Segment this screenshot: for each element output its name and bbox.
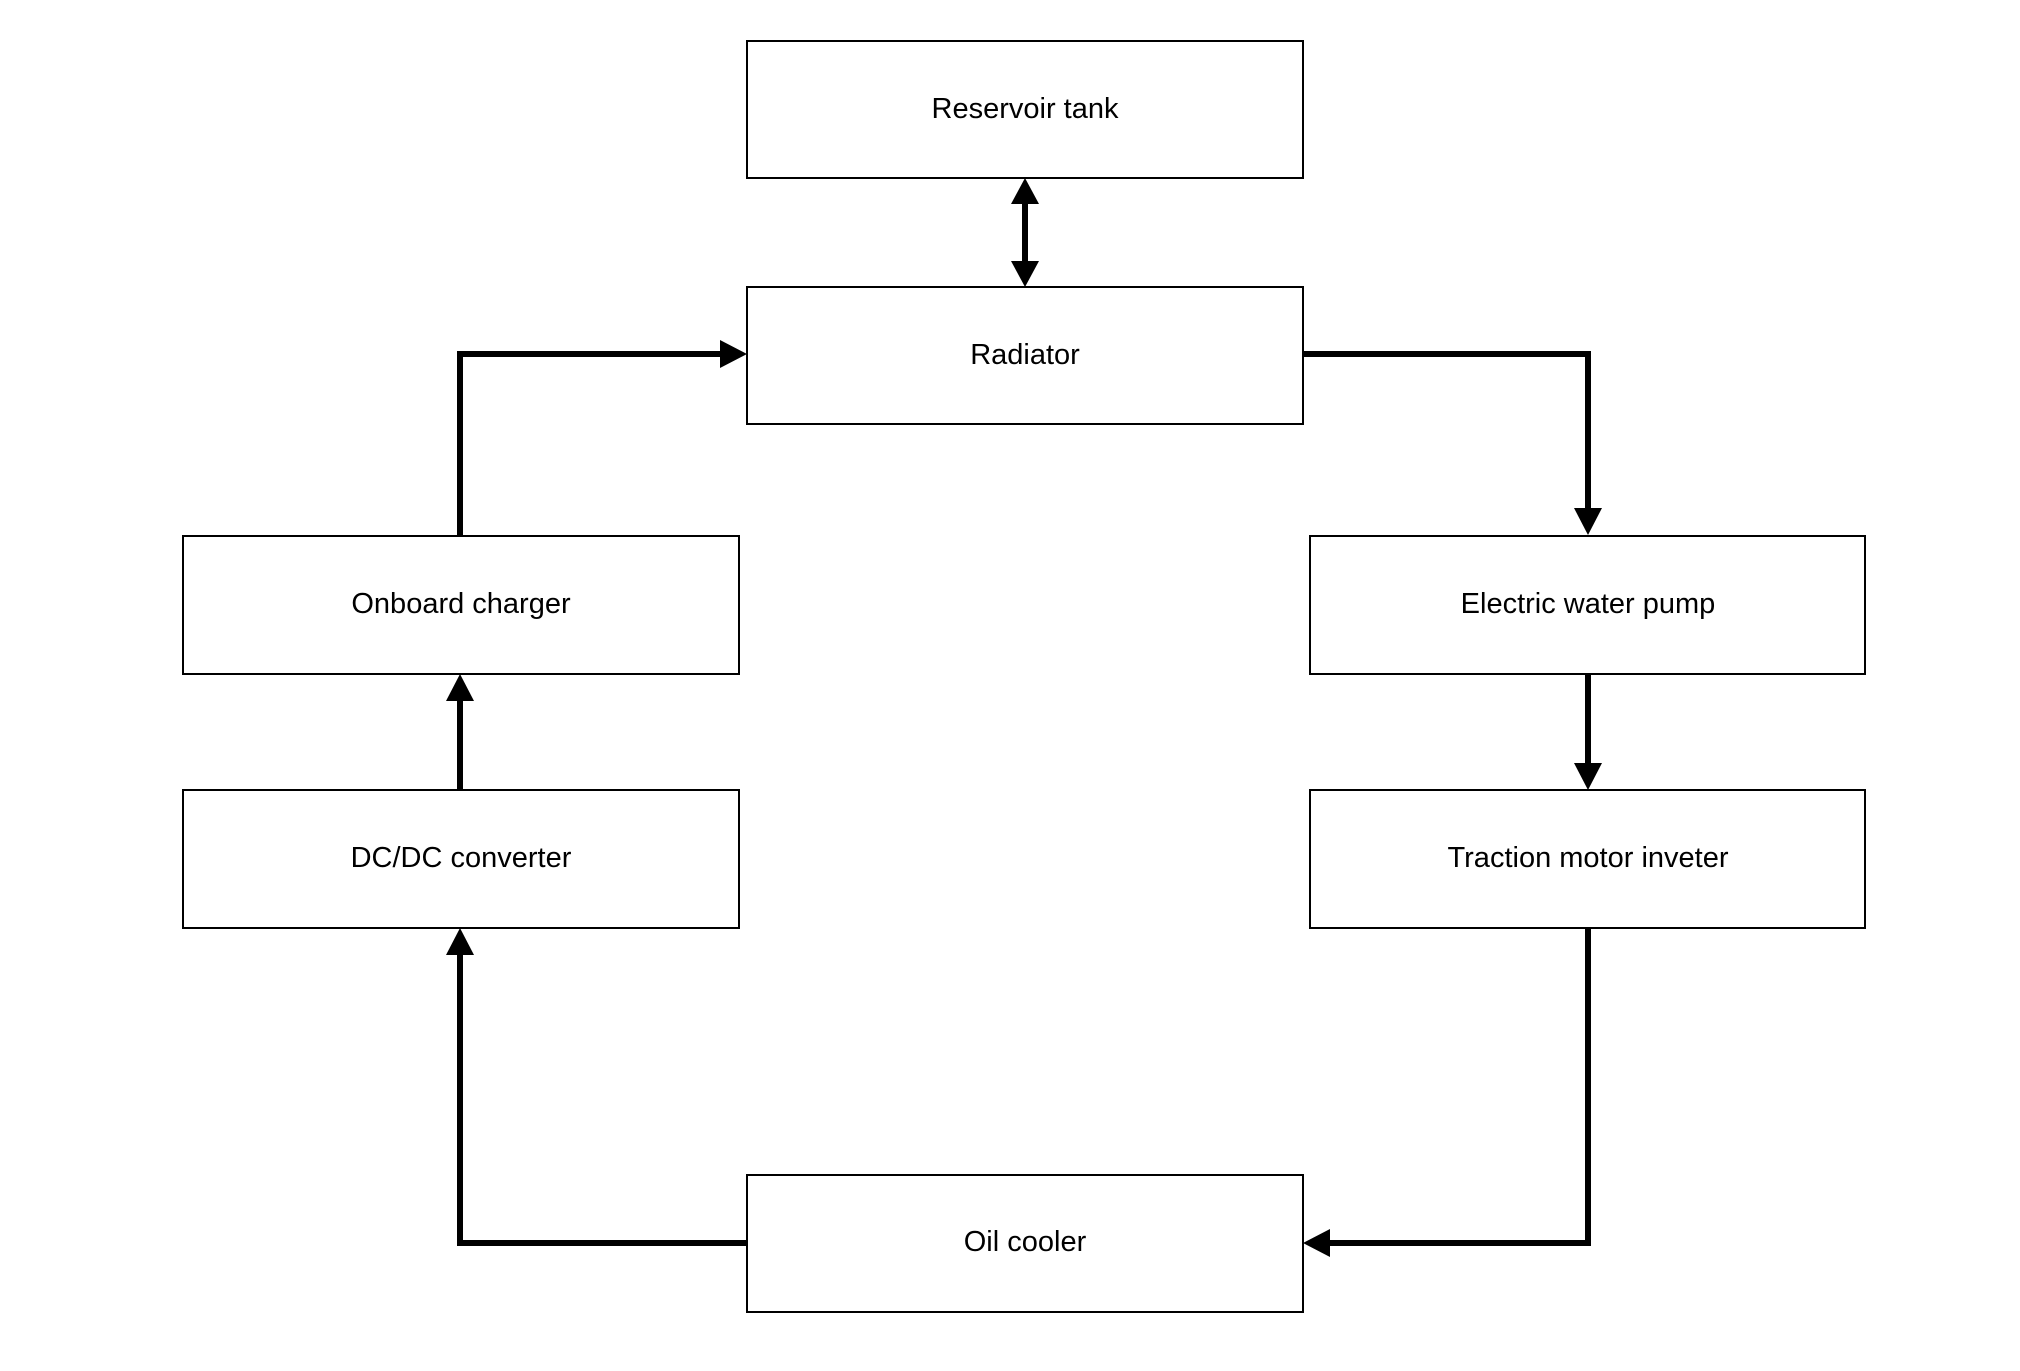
node-radiator: Radiator — [746, 286, 1304, 425]
node-label: Electric water pump — [1461, 588, 1716, 620]
node-electric-water-pump: Electric water pump — [1309, 535, 1866, 675]
edge-dcdc-charger — [446, 674, 474, 790]
node-label: Onboard charger — [351, 588, 571, 620]
edge-reservoir-radiator — [1011, 178, 1039, 287]
connectors — [446, 178, 1602, 1257]
node-label: Traction motor inveter — [1448, 842, 1729, 874]
arrow-left-icon — [1303, 1229, 1330, 1257]
arrow-down-icon — [1011, 261, 1039, 287]
arrow-down-icon — [1574, 763, 1602, 790]
arrow-up-icon — [1011, 178, 1039, 204]
node-label: Radiator — [970, 339, 1080, 371]
edge-oilcooler-dcdc — [446, 928, 747, 1246]
edge-inverter-oilcooler — [1303, 928, 1591, 1257]
node-label: Reservoir tank — [932, 93, 1119, 125]
arrow-right-icon — [720, 340, 747, 368]
node-reservoir-tank: Reservoir tank — [746, 40, 1304, 179]
edge-charger-radiator — [457, 340, 747, 536]
arrow-up-icon — [446, 674, 474, 701]
node-label: DC/DC converter — [351, 842, 572, 874]
node-label: Oil cooler — [964, 1226, 1087, 1258]
node-oil-cooler: Oil cooler — [746, 1174, 1304, 1313]
arrow-up-icon — [446, 928, 474, 955]
node-onboard-charger: Onboard charger — [182, 535, 740, 675]
node-traction-motor-inverter: Traction motor inveter — [1309, 789, 1866, 929]
edge-radiator-pump — [1303, 351, 1602, 535]
arrow-down-icon — [1574, 508, 1602, 535]
edge-pump-inverter — [1574, 674, 1602, 790]
node-dcdc-converter: DC/DC converter — [182, 789, 740, 929]
